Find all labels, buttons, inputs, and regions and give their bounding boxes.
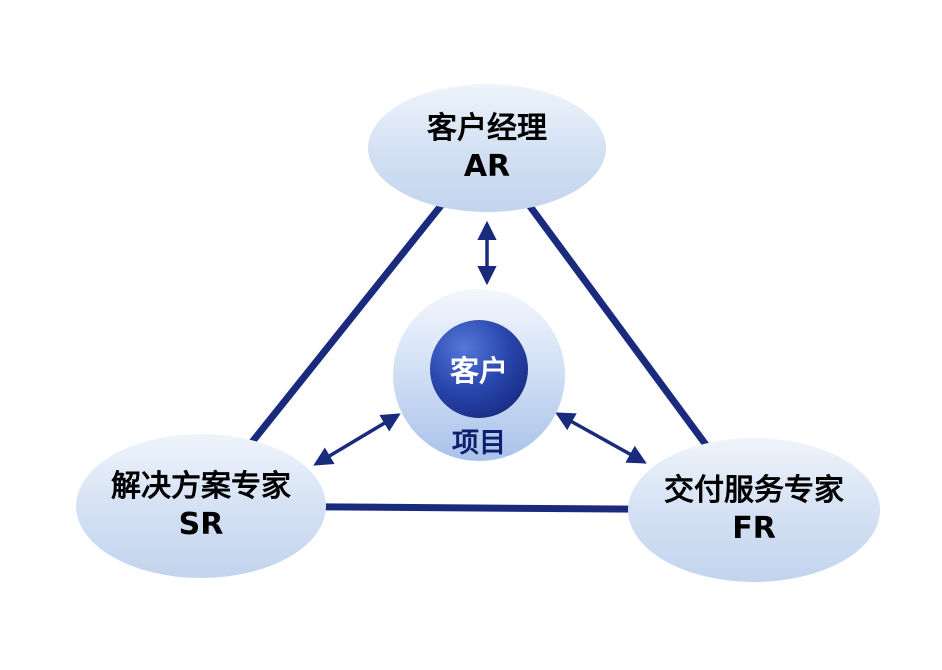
customer-circle: 客户 [430, 320, 528, 418]
node-account-manager-code: AR [463, 149, 511, 184]
node-delivery-expert-code: FR [732, 511, 776, 546]
node-solution-expert: 解决方案专家 SR [76, 434, 326, 578]
arrow-right-center [555, 412, 647, 464]
node-solution-expert-label: 解决方案专家 [111, 468, 291, 504]
node-account-manager-label: 客户经理 [427, 110, 547, 146]
node-account-manager: 客户经理 AR [368, 84, 606, 212]
node-delivery-expert-label: 交付服务专家 [664, 472, 844, 508]
node-solution-expert-code: SR [178, 507, 224, 542]
arrow-left-center [313, 413, 401, 466]
project-label: 项目 [452, 428, 506, 459]
node-customer-project: 客户 项目 [393, 289, 565, 461]
customer-label: 客户 [449, 354, 508, 388]
node-delivery-expert: 交付服务专家 FR [628, 438, 880, 582]
